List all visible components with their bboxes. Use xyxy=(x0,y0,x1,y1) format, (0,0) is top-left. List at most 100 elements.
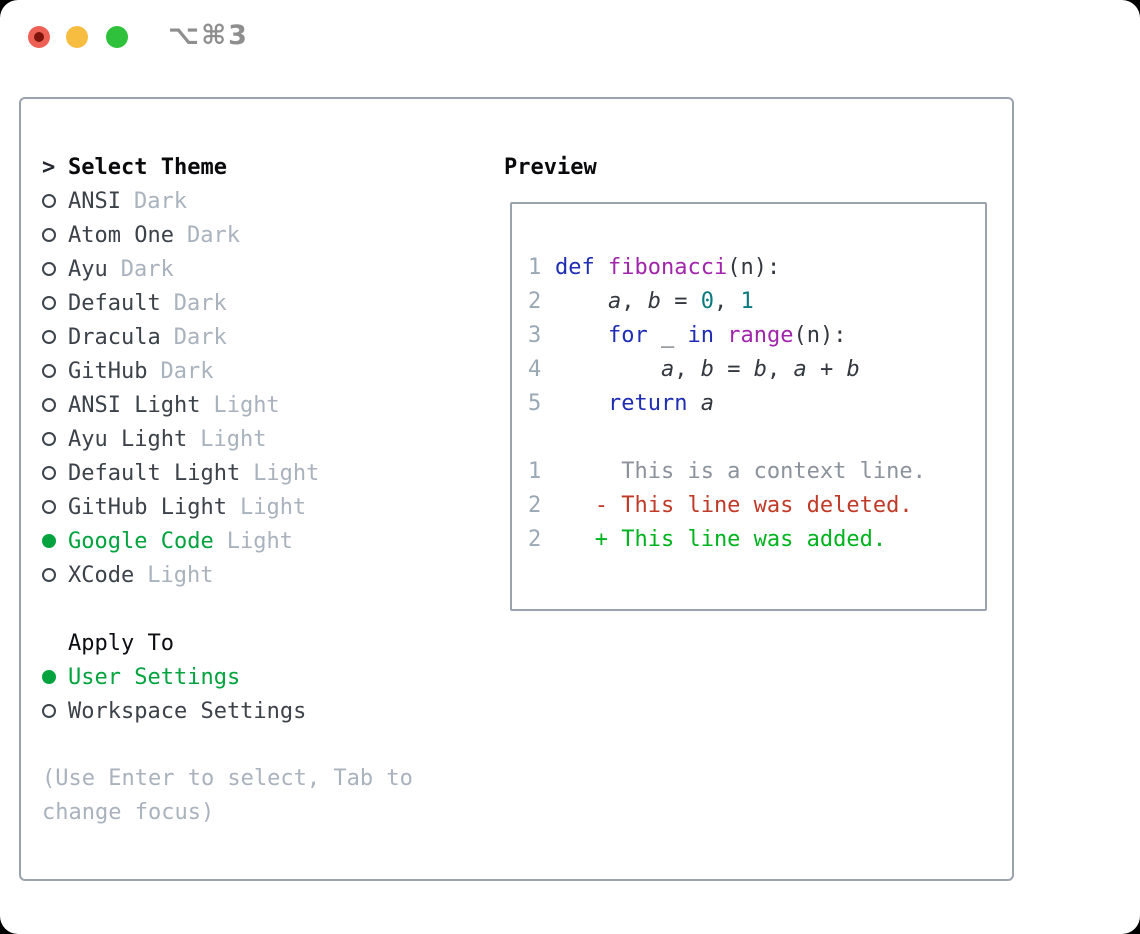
line-number: 2 xyxy=(528,492,542,518)
code-token: (n): xyxy=(727,254,781,280)
code-token: + xyxy=(806,356,847,382)
code-token: b xyxy=(647,288,661,314)
theme-option[interactable]: Ayu Dark xyxy=(42,252,492,286)
apply-target-option[interactable]: User Settings xyxy=(42,660,492,694)
apply-target-name: User Settings xyxy=(68,664,241,690)
code-token: , xyxy=(713,288,741,314)
theme-option[interactable]: Default Dark xyxy=(42,286,492,320)
theme-variant-tag: Dark xyxy=(133,188,187,214)
code-line: 1 def fibonacci(n): xyxy=(528,250,985,284)
code-token xyxy=(687,391,700,416)
radio-icon xyxy=(42,364,68,378)
zoom-icon[interactable] xyxy=(106,26,128,48)
diff-text: + This line was added. xyxy=(555,527,886,552)
radio-icon xyxy=(42,330,68,344)
code-token: a xyxy=(660,356,675,382)
diff-text: This is a context line. xyxy=(555,459,926,484)
code-token: b xyxy=(753,356,767,382)
code-text: for _ in range(n): xyxy=(555,323,846,348)
theme-name: Google Code xyxy=(68,528,214,554)
theme-name: ANSI xyxy=(68,188,121,214)
diff-token: - This line was deleted. xyxy=(555,492,913,518)
theme-option[interactable]: Dracula Dark xyxy=(42,320,492,354)
theme-name: Default xyxy=(68,290,161,316)
code-token: def xyxy=(555,254,595,280)
theme-variant-tag: Dark xyxy=(160,358,214,384)
code-token xyxy=(595,255,608,280)
code-token: _ xyxy=(647,322,688,348)
theme-option[interactable]: ANSI Dark xyxy=(42,184,492,218)
line-number: 2 xyxy=(528,526,542,552)
select-theme-label: Select Theme xyxy=(68,154,227,180)
code-token: , xyxy=(674,356,701,382)
code-token: a xyxy=(700,390,714,416)
code-token: range xyxy=(727,322,794,348)
close-icon[interactable] xyxy=(28,26,50,48)
theme-name: Atom One xyxy=(68,222,174,248)
code-token: for xyxy=(607,322,648,348)
radio-icon xyxy=(42,432,68,446)
line-number: 4 xyxy=(528,356,542,382)
theme-variant-tag: Light xyxy=(147,562,214,588)
theme-option[interactable]: Google Code Light xyxy=(42,524,492,558)
theme-name: Dracula xyxy=(68,324,161,350)
line-number: 1 xyxy=(528,254,542,280)
theme-variant-tag: Dark xyxy=(120,256,174,282)
diff-token: + This line was added. xyxy=(555,526,887,552)
radio-icon xyxy=(42,704,68,718)
theme-name: ANSI Light xyxy=(68,392,201,418)
theme-name: Ayu xyxy=(68,256,108,282)
apply-target-option[interactable]: Workspace Settings xyxy=(42,694,492,728)
theme-option[interactable]: XCode Light xyxy=(42,558,492,592)
window-title: ⌥⌘3 xyxy=(168,20,249,51)
apply-target-name: Workspace Settings xyxy=(68,698,307,724)
radio-icon xyxy=(42,534,68,548)
line-number: 1 xyxy=(528,458,542,484)
preview-blank-line xyxy=(528,420,985,454)
code-token: , xyxy=(766,356,794,382)
theme-variant-tag: Light xyxy=(239,494,307,520)
code-token: return xyxy=(607,390,688,416)
theme-variant-tag: Light xyxy=(200,426,267,452)
theme-variant-tag: Dark xyxy=(173,324,227,350)
apply-to-label: Apply To xyxy=(68,630,174,656)
radio-icon xyxy=(42,296,68,310)
code-token xyxy=(555,391,608,416)
theme-name: XCode xyxy=(68,562,135,588)
focus-caret-icon: > xyxy=(42,154,56,180)
theme-variant-tag: Dark xyxy=(173,290,227,316)
section-gap xyxy=(42,728,492,762)
code-token: a xyxy=(607,288,622,314)
radio-icon xyxy=(42,228,68,242)
preview-title: Preview xyxy=(504,154,597,180)
theme-variant-tag: Light xyxy=(213,392,280,418)
code-token: b xyxy=(846,356,860,382)
section-gap xyxy=(42,592,492,626)
code-token xyxy=(714,323,727,348)
code-token xyxy=(555,357,661,382)
code-token xyxy=(555,289,608,314)
code-token: in xyxy=(687,322,714,348)
code-token: = xyxy=(660,288,701,314)
code-text: a, b = b, a + b xyxy=(555,357,860,382)
code-token: 0 xyxy=(700,288,714,314)
radio-icon xyxy=(42,500,68,514)
titlebar: ⌥⌘3 xyxy=(0,0,1140,96)
code-token: a xyxy=(793,356,807,382)
diff-text: - This line was deleted. xyxy=(555,493,913,518)
theme-option[interactable]: ANSI Light Light xyxy=(42,388,492,422)
diff-line: 2 + This line was added. xyxy=(528,522,985,556)
code-token: 1 xyxy=(740,288,754,314)
line-number: 2 xyxy=(528,288,542,314)
minimize-icon[interactable] xyxy=(66,26,88,48)
code-text: def fibonacci(n): xyxy=(555,255,780,280)
theme-variant-tag: Light xyxy=(226,528,293,554)
